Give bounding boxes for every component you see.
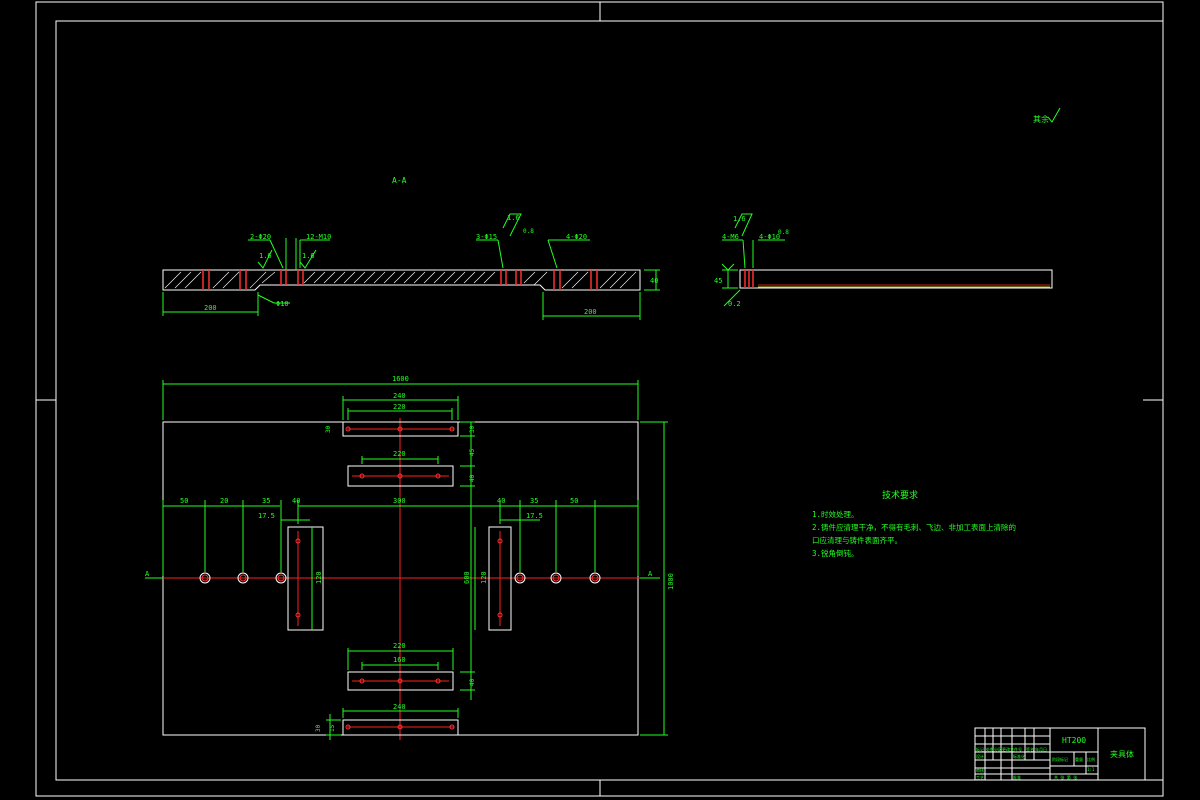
tb-label: 分区 bbox=[994, 746, 1002, 752]
tb-label: 审核 bbox=[976, 767, 984, 773]
tech-item: 2.铸件应清理干净，不得有毛刺、飞边、非加工表面上清除的 bbox=[812, 522, 1016, 532]
rough-1: 1.6 bbox=[259, 252, 272, 260]
tb-label: 标记 bbox=[976, 746, 984, 752]
dim-vert-slot-left: 120 bbox=[315, 571, 323, 584]
dim-top-slot-inner: 220 bbox=[393, 403, 406, 411]
tb-label: 年月日 bbox=[1035, 746, 1047, 752]
drawing-frame bbox=[55, 20, 1164, 781]
tb-label: 阶段标记 bbox=[1052, 756, 1068, 762]
callout-holes-right: 4-Φ20 bbox=[566, 233, 587, 241]
section-arrow-left: A bbox=[145, 570, 150, 578]
tb-label: 1:1 bbox=[1087, 767, 1095, 772]
dim-center-300: 300 bbox=[393, 497, 406, 505]
title-block: HT200 夹具体 标记 处数 分区 更改文件号 签名 年月日 设计 标准化 审… bbox=[974, 727, 1146, 781]
dim-gap-45: 45 bbox=[469, 448, 476, 456]
tb-label: 标准化 bbox=[1013, 753, 1025, 759]
slot-left bbox=[287, 526, 324, 631]
plan-view: 1600 240 220 220 50 20 35 40 17.5 300 40… bbox=[145, 375, 675, 740]
slot-bottom bbox=[342, 719, 459, 736]
tech-title: 技术要求 bbox=[882, 489, 918, 501]
part-name: 夹具体 bbox=[1110, 749, 1134, 759]
dim-left-50: 50 bbox=[180, 497, 188, 505]
dim-top-h1: 30 bbox=[325, 425, 332, 433]
tech-item: 口应清理与铸件表面齐平。 bbox=[812, 535, 902, 545]
dim-bottom-outer: 220 bbox=[393, 642, 406, 650]
slot-right bbox=[488, 526, 512, 631]
dim-bottom-inner: 160 bbox=[393, 656, 406, 664]
side-rough: 1.6 bbox=[733, 215, 746, 223]
dim-height: 45 bbox=[714, 277, 722, 285]
section-outline bbox=[162, 269, 641, 291]
dim-right-35: 35 bbox=[530, 497, 538, 505]
tb-label: 比例 bbox=[1087, 756, 1095, 762]
dim-bottom-slot-h: 40 bbox=[469, 678, 476, 686]
dim-center-height: 600 bbox=[463, 571, 471, 584]
dim-bottom-240: 240 bbox=[393, 703, 406, 711]
callout-holes-left: 2-Φ20 bbox=[250, 233, 271, 241]
dim-overall-height: 1000 bbox=[667, 573, 675, 590]
side-rough-small: 0.8 bbox=[778, 229, 789, 236]
material: HT200 bbox=[1062, 736, 1086, 745]
dim-left-40: 40 bbox=[292, 497, 300, 505]
dim-left-35: 35 bbox=[262, 497, 270, 505]
callout-tapped: 12-M10 bbox=[306, 233, 331, 241]
rough-2: 1.6 bbox=[302, 252, 315, 260]
outer-border bbox=[35, 1, 1164, 797]
callout-holes-mid: 3-Φ15 bbox=[476, 233, 497, 241]
dim-left-200: 200 bbox=[204, 304, 217, 312]
callout-bore: Φ10 bbox=[276, 300, 289, 308]
callout-holes-a: 4-M6 bbox=[722, 233, 739, 241]
tb-label: 更改文件号 bbox=[1002, 746, 1022, 752]
dim-slot2: 220 bbox=[393, 450, 406, 458]
slot-top bbox=[342, 421, 459, 437]
callout-holes-b: 4-Φ10 bbox=[759, 233, 780, 241]
tb-label: 设计 bbox=[976, 753, 984, 759]
slot-lower bbox=[347, 671, 454, 691]
dim-right-17-5: 17.5 bbox=[526, 512, 543, 520]
tech-item: 1.时效处理。 bbox=[812, 509, 859, 519]
dim-left-17-5: 17.5 bbox=[258, 512, 275, 520]
dim-thickness: 40 bbox=[650, 277, 658, 285]
section-arrow-right: A bbox=[648, 570, 653, 578]
dim-slot-h: 40 bbox=[469, 474, 476, 482]
tb-label: 重量 bbox=[1075, 756, 1083, 762]
dim-right-50: 50 bbox=[570, 497, 578, 505]
tb-label: 签名 bbox=[1026, 746, 1034, 752]
dim-overall-width: 1600 bbox=[392, 375, 409, 383]
dim-bottom-h2: 15 bbox=[329, 724, 336, 732]
dim-vert-slot-right: 120 bbox=[480, 571, 488, 584]
tech-requirements: 技术要求 1.时效处理。 2.铸件应清理干净，不得有毛刺、飞边、非加工表面上清除… bbox=[812, 489, 1016, 558]
rough-small: 0.8 bbox=[523, 228, 534, 235]
tb-label: 共 张 第 张 bbox=[1054, 774, 1077, 780]
tb-label: 工艺 bbox=[976, 775, 984, 780]
side-view: 4-M6 4-Φ10 45 1.6 0.8 0.2 bbox=[714, 213, 1053, 308]
dim-bottom-h1: 30 bbox=[315, 724, 322, 732]
dim-top-slot-outer: 240 bbox=[393, 392, 406, 400]
tech-item: 3.锐角倒钝。 bbox=[812, 548, 859, 558]
roughness-symbol-icon bbox=[1047, 107, 1061, 123]
tb-label: 处数 bbox=[986, 746, 994, 752]
side-bottom: 0.2 bbox=[728, 300, 741, 308]
dim-right-200: 200 bbox=[584, 308, 597, 316]
rough-top: 1.6 bbox=[507, 214, 520, 222]
section-view: 2-Φ20 12-M10 3-Φ15 4-Φ20 Φ10 1.6 1.6 1.6… bbox=[162, 213, 660, 320]
dim-left-20: 20 bbox=[220, 497, 228, 505]
tb-label: 批准 bbox=[1013, 774, 1021, 780]
dim-top-h2: 30 bbox=[469, 425, 476, 433]
roughness-note: 其余 bbox=[1033, 114, 1049, 124]
dim-right-40: 40 bbox=[497, 497, 505, 505]
slot-upper bbox=[347, 465, 454, 487]
section-label: A-A bbox=[392, 176, 407, 185]
